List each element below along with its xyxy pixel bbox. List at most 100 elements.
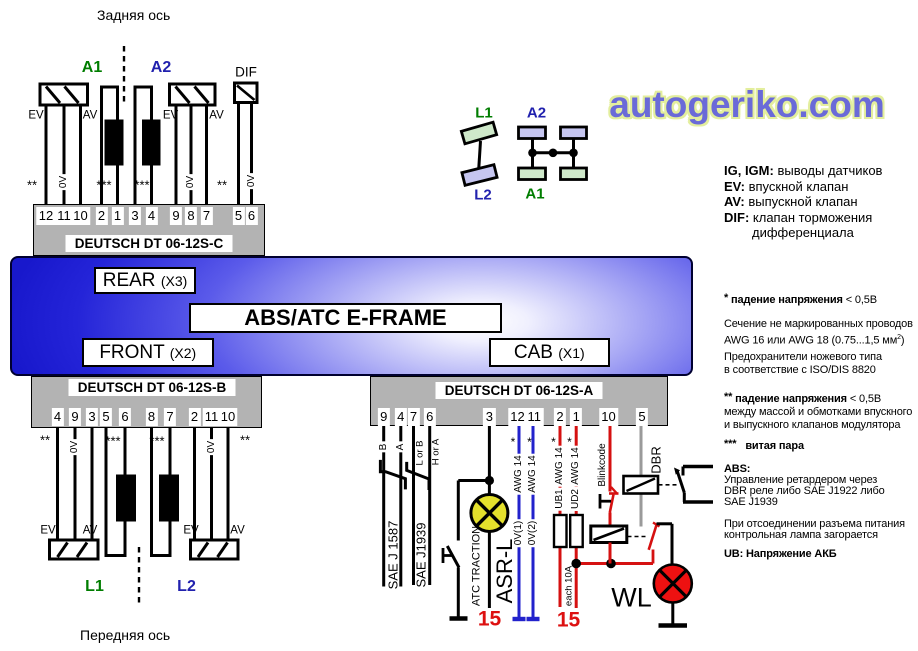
- vehicle-schematic: [459, 120, 588, 187]
- pin-a-9: 9: [377, 407, 390, 426]
- ub1-label: UB1: [554, 486, 565, 511]
- twisted-pair-crossover-icon: [378, 459, 407, 490]
- legend-row: EV: впускной клапан: [724, 178, 849, 194]
- pin-c-3: 3: [128, 207, 142, 225]
- legend-row: IG, IGM: выводы датчиков: [724, 163, 883, 178]
- valve-a2-icon: [168, 82, 217, 107]
- note-ub: UB: Напряжение АКБ: [724, 548, 837, 560]
- sensor-a1-icon: [100, 85, 124, 166]
- dbr-circuit: [622, 426, 713, 527]
- connector-a-label: DEUTSCH DT 06-12S-A: [435, 381, 603, 399]
- pin-b-6: 6: [118, 407, 132, 426]
- ecu-rear-label: REAR: [102, 270, 156, 291]
- rear-dif-label: DIF: [235, 64, 257, 80]
- star-0v1: *: [510, 435, 516, 449]
- pin-c-12: 12: [36, 207, 56, 225]
- rear-star3-a2: ***: [134, 177, 150, 193]
- ecu-rear-connector: (X3): [160, 273, 188, 289]
- legend-row: DIF: клапан торможения: [724, 209, 873, 225]
- rear-a1-ev-label: EV: [28, 109, 44, 122]
- ecu-rear-label-box: REAR (X3): [94, 267, 196, 294]
- front-star3-l1: ***: [105, 433, 121, 449]
- front-star3-l2: ***: [149, 433, 165, 449]
- sae1939-wire-l-label: L or B: [413, 440, 425, 466]
- connector-c-label: DEUTSCH DT 06-12S-C: [65, 235, 233, 252]
- front-l1-av-label: AV: [82, 524, 98, 537]
- pin-b-11: 11: [202, 407, 221, 426]
- pin-c-8: 8: [184, 207, 198, 225]
- wheel-l2-icon: [460, 163, 499, 187]
- ecu-name-box: ABS/ATC E-FRAME: [189, 303, 502, 333]
- star-0v2: *: [527, 435, 532, 449]
- rear-a2-0v-label: 0V: [185, 173, 196, 191]
- ecu-front-label-box: FRONT (X2): [81, 338, 214, 367]
- retarder-switch-blade-icon: [675, 470, 686, 494]
- front-l1-label: L1: [85, 577, 104, 595]
- vehicle-a2-label: A2: [526, 104, 547, 122]
- switch-arrow-icon: [610, 486, 618, 494]
- note-wire-gauge: Сечение не маркированных проводов AWG 16…: [724, 317, 913, 347]
- wheel-l1-icon: [459, 120, 499, 146]
- pin-a-3: 3: [483, 407, 496, 426]
- star-ub2: *: [567, 435, 572, 449]
- awg14-ub1-label: AWG 14: [554, 445, 565, 487]
- note-voltage-drop-1: * падение напряжения < 0,5В: [724, 292, 877, 306]
- pin-a-5: 5: [635, 407, 649, 426]
- junction-dot-icon: [571, 558, 581, 569]
- pin-a-2: 2: [553, 407, 567, 426]
- pin-a-1: 1: [570, 407, 583, 426]
- dbr-label: DBR: [648, 445, 663, 474]
- front-l2-label: L2: [177, 577, 196, 595]
- warning-lamp-circuit: [647, 521, 694, 628]
- pin-b-7: 7: [163, 407, 177, 426]
- note-fuses: Предохранители ножевого типа в соответст…: [724, 351, 882, 376]
- rear-a1-0v-label: 0V: [58, 173, 69, 191]
- wheel-a2-left-icon: [517, 125, 547, 140]
- pin-a-10: 10: [598, 407, 619, 426]
- rear-a2-label: A2: [150, 59, 172, 76]
- 0v1-label: 0V(1): [513, 518, 524, 547]
- awg14-ub2-label: AWG 14: [570, 445, 582, 487]
- 0v2-label: 0V(2): [527, 518, 538, 547]
- rear-a2-av-label: AV: [209, 109, 224, 122]
- asr-l-label: ASR-L: [491, 538, 517, 603]
- pin-a-4: 4: [394, 407, 407, 426]
- sae1587-wire-b-label: B: [377, 441, 389, 453]
- rear-star3-a1: ***: [96, 177, 112, 193]
- sae1939-wire-h-label: H or A: [429, 438, 441, 466]
- pin-c-2: 2: [95, 207, 108, 225]
- rear-axle-title: Задняя ось: [97, 7, 171, 23]
- pin-a-12: 12: [507, 407, 528, 426]
- sae-j1939-wires: [405, 426, 432, 585]
- terminal-15-asr-label: 15: [477, 607, 502, 631]
- pin-c-4: 4: [145, 207, 158, 225]
- fuse-icon: [552, 513, 568, 549]
- ecu-name: ABS/ATC E-FRAME: [244, 305, 447, 330]
- front-l2-av-label: AV: [230, 524, 245, 537]
- legend-row: дифференциала: [752, 225, 854, 240]
- blinkcode-switch-blade-icon: [608, 494, 615, 513]
- blinkcode-label: Blinkcode: [597, 443, 608, 487]
- rear-axle-group: [38, 46, 259, 206]
- pin-c-10: 10: [70, 207, 91, 225]
- note-voltage-drop-2: ** падение напряжения < 0,5В между массо…: [724, 390, 913, 431]
- rear-a1-label: A1: [81, 59, 103, 76]
- rear-dif-0v-label: 0V: [245, 172, 257, 190]
- rear-star2-right: **: [216, 177, 228, 193]
- sae-j1587-label: SAE J 1587: [385, 520, 400, 590]
- atc-traction-label: ATC TRACTION: [470, 525, 482, 607]
- sensor-l2-icon: [150, 474, 179, 557]
- ecu-cab-connector: (X1): [558, 345, 585, 361]
- asr-circuit: [441, 426, 510, 621]
- valve-l1-icon: [48, 538, 100, 561]
- wheel-a1-right-icon: [559, 166, 588, 181]
- pin-c-7: 7: [200, 207, 213, 225]
- valve-dif-icon: [233, 81, 259, 104]
- front-axle-link-line: [477, 140, 482, 169]
- pin-a-11: 11: [524, 407, 544, 426]
- valve-l2-icon: [189, 538, 240, 561]
- front-star2-left: **: [39, 432, 51, 448]
- rear-a1-av-label: AV: [82, 109, 98, 122]
- pin-b-3: 3: [85, 407, 99, 426]
